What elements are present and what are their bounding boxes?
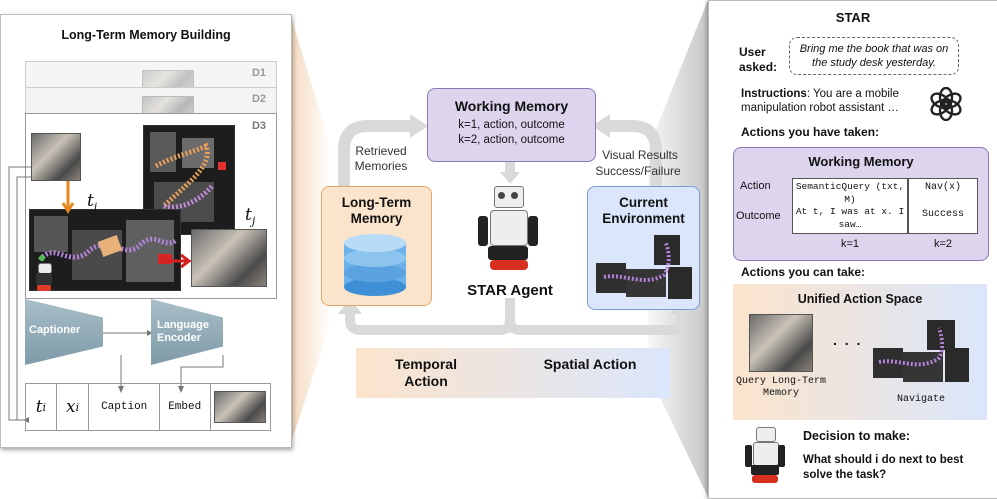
- current-environment-title: Current Environment: [602, 195, 685, 226]
- current-environment-box: Current Environment: [587, 186, 700, 310]
- working-memory-box: Working Memory k=1, action, outcome k=2,…: [427, 88, 596, 162]
- environment-map: [596, 235, 692, 299]
- small-robot-icon: [33, 263, 55, 293]
- map-path-top: [150, 132, 226, 222]
- spatial-action-label: Spatial Action: [543, 356, 637, 372]
- day-d2-image: [142, 96, 194, 114]
- instructions-text: Instructions: You are a mobile manipulat…: [741, 88, 899, 114]
- success-failure-label: Success/Failure: [595, 164, 681, 178]
- star-agent-label: STAR Agent: [467, 282, 553, 299]
- star-prompt-panel: STAR User asked: Bring me the book that …: [708, 0, 997, 499]
- working-memory-title: Working Memory: [454, 98, 569, 114]
- day-frame-d1: D1: [25, 61, 277, 91]
- row-label-outcome: Outcome: [736, 210, 781, 222]
- openai-logo-icon: [930, 87, 962, 121]
- navigate-label: Navigate: [896, 394, 945, 405]
- map-fragment-top: [143, 125, 235, 235]
- k1-label: k=1: [840, 238, 860, 250]
- k1-action-text: SemanticQuery (txt, M): [795, 181, 905, 205]
- working-memory-detail-box: Working Memory Action Outcome SemanticQu…: [733, 147, 989, 261]
- query-memory-thumbnail: [749, 314, 813, 372]
- long-term-memory-building-panel: Long-Term Memory Building D1 D2 D3 ti tj: [0, 14, 292, 448]
- map-fragment-bottom: [29, 209, 181, 291]
- table-cell-caption: Caption: [89, 384, 160, 430]
- frame-ti-image: [31, 133, 81, 181]
- long-term-memory-box: Long-Term Memory: [321, 186, 432, 306]
- red-arrow-icon: [161, 253, 192, 269]
- row-label-action: Action: [740, 180, 771, 192]
- map-path-bottom: [34, 216, 178, 282]
- query-ltm-label: Query Long-Term Memory: [735, 376, 826, 399]
- table-image-thumb: [214, 391, 267, 423]
- database-icon: [344, 234, 406, 296]
- day-label-d3: D3: [251, 120, 266, 132]
- k2-action-outcome-cell: Nav(x) Success: [908, 178, 978, 234]
- left-panel-title: Long-Term Memory Building: [61, 28, 231, 42]
- user-query-bubble: Bring me the book that was on the study …: [789, 37, 959, 75]
- decision-text: What should i do next to best solve the …: [803, 454, 964, 481]
- decision-title: Decision to make:: [803, 429, 910, 443]
- star-agent-robot: [474, 182, 546, 274]
- day-d1-image: [142, 70, 194, 88]
- navigate-map-thumbnail: [873, 320, 969, 382]
- table-cell-image: [211, 384, 271, 430]
- long-term-memory-title: Long-Term Memory: [341, 195, 412, 226]
- user-asked-label: User asked:: [739, 45, 778, 74]
- decision-robot-icon: [743, 427, 787, 489]
- left-panel-connector-lines: [8, 166, 224, 423]
- retrieved-memories-label: Retrieved Memories: [354, 144, 408, 173]
- ti-label: ti: [87, 191, 98, 214]
- temporal-action-label: Temporal Action: [395, 356, 457, 389]
- action-bar: Temporal Action Spatial Action: [356, 348, 670, 398]
- k1-outcome-text: At t, I was at x. I saw…: [795, 206, 905, 230]
- day-label-d2: D2: [251, 93, 266, 105]
- k2-outcome-text: Success: [921, 209, 964, 220]
- unified-action-space-title: Unified Action Space: [797, 292, 923, 306]
- captioner-label: Captioner: [29, 324, 81, 336]
- visual-results-label: Visual Results: [602, 148, 678, 162]
- star-panel-title: STAR: [835, 10, 871, 25]
- working-memory-line-1: k=1, action, outcome: [458, 119, 565, 131]
- actions-taken-label: Actions you have taken:: [741, 125, 880, 139]
- k2-label: k=2: [933, 238, 953, 250]
- actions-can-take-label: Actions you can take:: [741, 265, 866, 279]
- working-memory-line-2: k=2, action, outcome: [458, 134, 565, 146]
- orange-arrow-icon: [61, 181, 75, 214]
- unified-action-space-box: Unified Action Space . . . Query Long-Te…: [733, 284, 987, 420]
- frame-tj-image: [191, 229, 267, 287]
- k2-action-text: Nav(x): [924, 182, 961, 193]
- table-cell-embed: Embed: [160, 384, 211, 430]
- working-memory-detail-title: Working Memory: [808, 154, 914, 169]
- center-flow-arrows: [338, 114, 680, 335]
- more-actions-ellipsis: . . .: [833, 332, 863, 348]
- language-encoder-label: Language Encoder: [157, 319, 209, 344]
- day-label-d1: D1: [251, 67, 266, 79]
- day-frame-d2: D2: [25, 87, 277, 117]
- tj-label: tj: [245, 205, 256, 228]
- k1-action-outcome-cell: SemanticQuery (txt, M) At t, I was at x.…: [792, 178, 908, 234]
